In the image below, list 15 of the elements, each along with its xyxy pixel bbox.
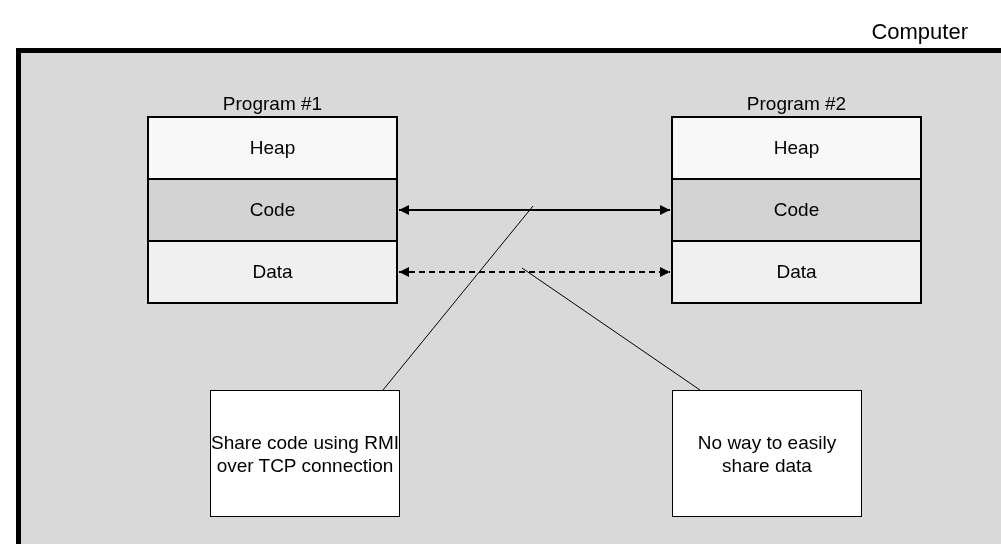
memory-segment: Code [147,178,398,242]
dashed-double-arrow [398,267,671,277]
callout-box: No way to easily share data [672,390,862,517]
memory-segment: Code [671,178,922,242]
program-title: Program #2 [745,93,848,115]
callout-box: Share code using RMI over TCP connection [210,390,400,517]
frame-title: Computer [871,19,968,45]
memory-segment: Heap [671,116,922,180]
memory-segment: Data [671,240,922,304]
double-arrow [398,205,671,215]
leader-line [521,267,701,391]
leader-line [382,205,534,391]
memory-segment: Data [147,240,398,304]
memory-segment: Heap [147,116,398,180]
program-title: Program #1 [221,93,324,115]
